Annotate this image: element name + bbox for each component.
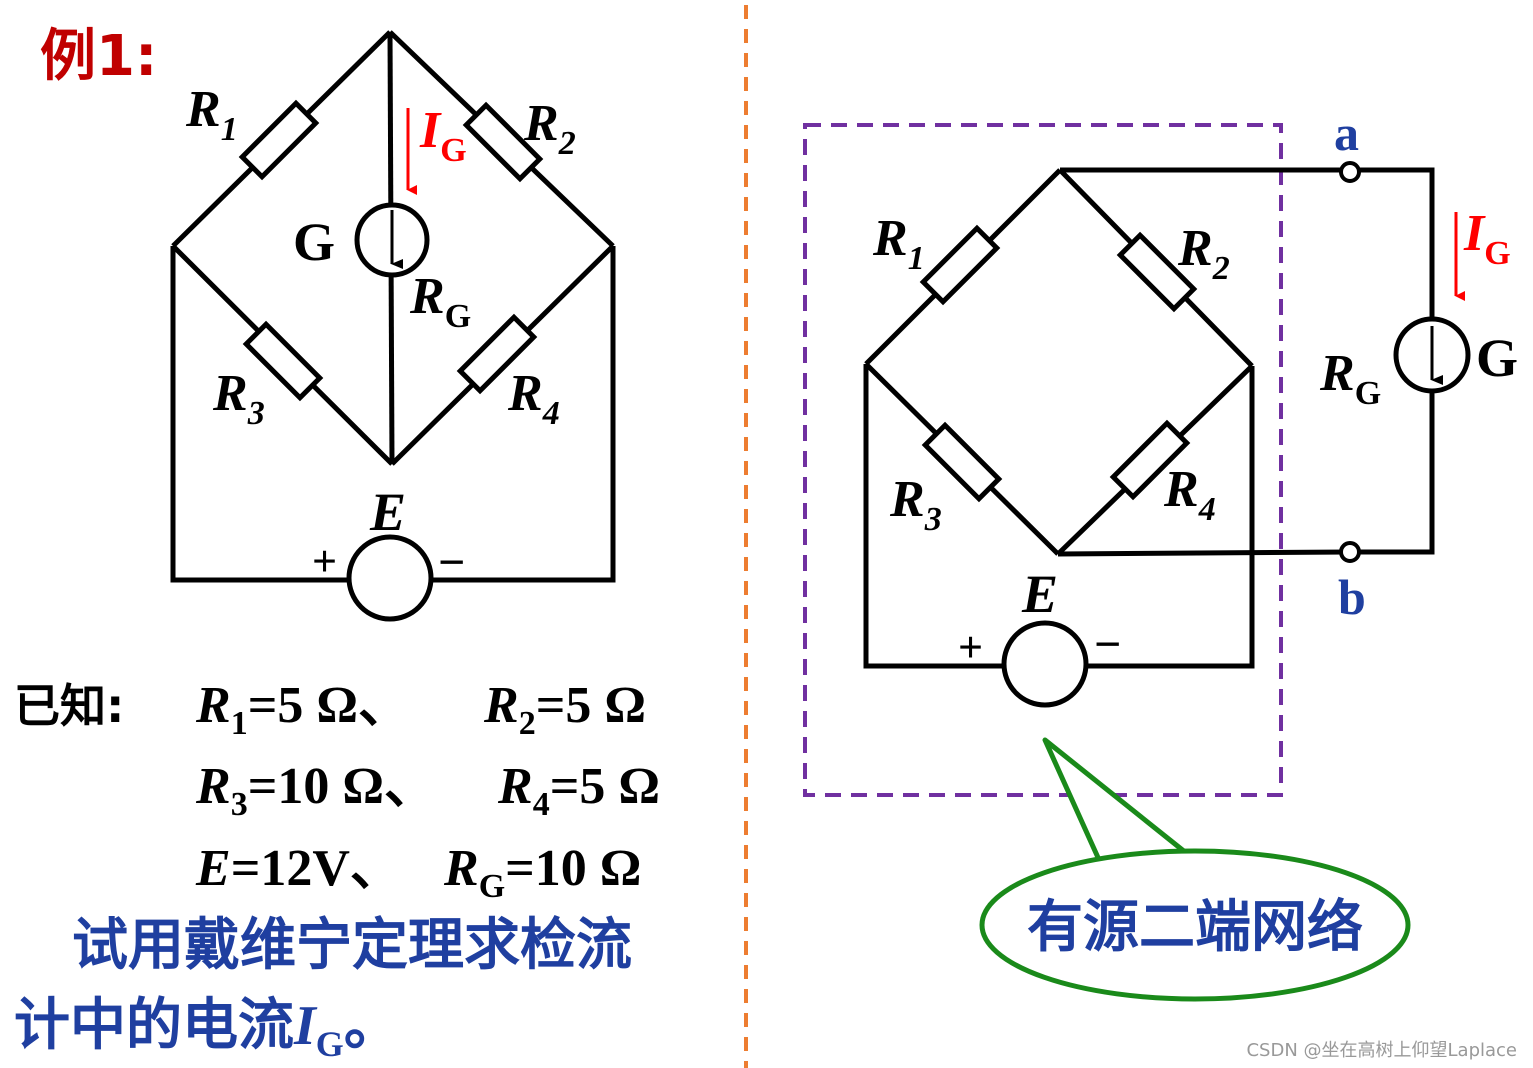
label-r3-left: R3 — [212, 365, 265, 432]
wire-source-left — [170, 246, 350, 583]
label-r2-left: R2 — [523, 95, 576, 162]
given-e: E=12V、 — [195, 840, 402, 897]
terminal-a — [1339, 161, 1361, 183]
wire-source-right — [432, 246, 616, 583]
label-r3-right: R3 — [889, 471, 942, 538]
label-ig-left: IG — [419, 102, 467, 169]
given-rg: RG=10 Ω — [443, 840, 641, 905]
resistor-r1 — [238, 99, 320, 181]
resistor-r3-right — [921, 421, 1003, 503]
given-prefix: 已知: — [14, 679, 124, 733]
label-minus-right: − — [1094, 618, 1121, 671]
label-r2-right: R2 — [1177, 220, 1230, 287]
given-r4: R4=5 Ω — [497, 758, 660, 823]
label-r1-left: R1 — [185, 81, 238, 148]
label-g-right: G — [1476, 328, 1518, 388]
label-terminal-b: b — [1338, 569, 1366, 625]
callout-bubble: 有源二端网络 — [979, 737, 1411, 1002]
label-ig-right: IG — [1463, 205, 1511, 272]
label-e-left: E — [369, 482, 406, 542]
wire-a-to-g — [1350, 167, 1435, 320]
label-e-right: E — [1021, 564, 1058, 624]
label-r4-right: R4 — [1163, 461, 1216, 528]
label-plus-right: + — [958, 623, 983, 672]
terminal-b — [1339, 541, 1361, 563]
label-r1-right: R1 — [872, 210, 925, 277]
wire-source-left-right — [863, 364, 1004, 669]
given-values: 已知: R1=5 Ω、 R2=5 Ω R3=10 Ω、 R4=5 Ω E=12V… — [14, 677, 660, 905]
resistor-r2 — [462, 101, 544, 183]
resistor-r2-right — [1116, 231, 1198, 313]
label-g-left: G — [293, 212, 335, 272]
label-minus-left: − — [438, 536, 465, 589]
callout-ellipse — [979, 848, 1411, 1002]
resistor-r3 — [242, 320, 324, 402]
label-rg-right: RG — [1319, 345, 1381, 412]
resistor-r4 — [456, 313, 538, 395]
watermark-text: CSDN @坐在高树上仰望Laplace — [1246, 1040, 1517, 1061]
given-r1: R1=5 Ω、 — [195, 677, 410, 742]
label-terminal-a: a — [1334, 105, 1359, 161]
label-r4-left: R4 — [507, 365, 560, 432]
voltage-source-left — [346, 534, 434, 622]
wire-source-right-right — [1086, 366, 1255, 669]
label-rg-left: RG — [409, 268, 471, 335]
example-title: 例1: — [40, 24, 157, 89]
callout-text: 有源二端网络 — [1027, 895, 1363, 960]
wire-to-b — [1057, 549, 1351, 557]
given-r2: R2=5 Ω — [483, 677, 646, 742]
resistor-r1-right — [919, 224, 1001, 306]
task-line-2: 计中的电流IG。 — [14, 993, 400, 1064]
voltage-source-right — [1001, 620, 1089, 708]
two-terminal-network-box — [803, 123, 1283, 797]
wire-g-to-b — [1350, 392, 1435, 555]
task-line-1: 试用戴维宁定理求检流 — [72, 913, 632, 978]
given-r3: R3=10 Ω、 — [195, 758, 436, 823]
label-plus-left: + — [312, 537, 337, 586]
resistor-r4-right — [1109, 419, 1191, 501]
